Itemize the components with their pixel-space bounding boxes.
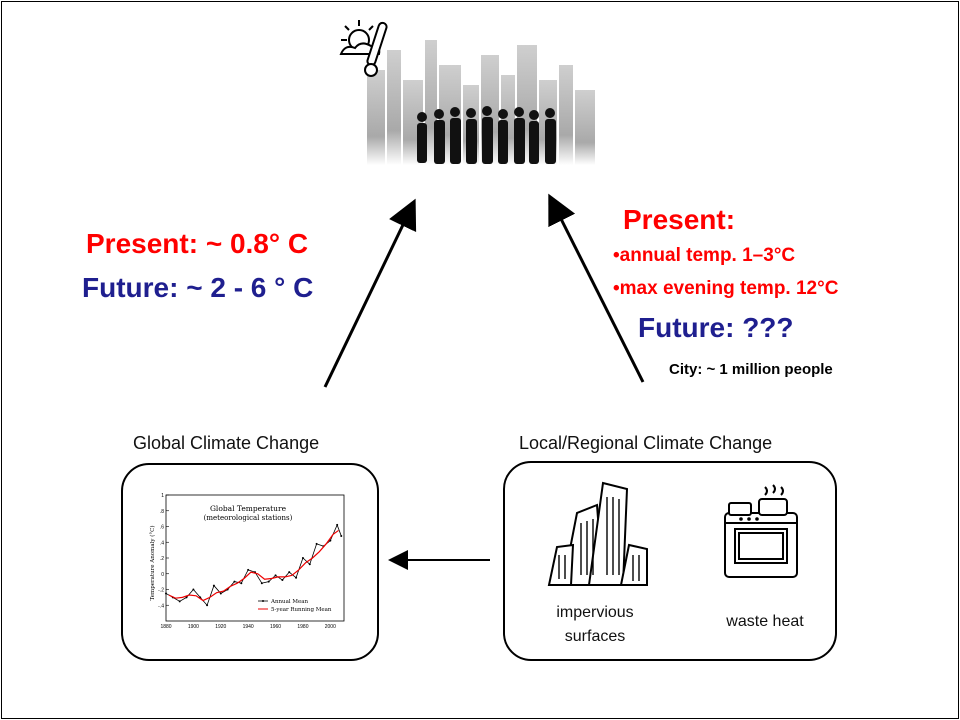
x-tick-label: 1960: [270, 624, 281, 630]
impervious-line-1: impervious: [556, 604, 634, 621]
annual-mean-point: [301, 557, 304, 559]
annual-mean-point: [315, 542, 318, 545]
chart-title-2: (meteorological stations): [204, 514, 293, 522]
x-tick-label: 1900: [188, 624, 199, 630]
y-tick-label: .2: [160, 556, 164, 562]
stove-icon: [724, 484, 798, 578]
arrow-global-to-city: [323, 198, 417, 388]
local-future-text: Future: ???: [638, 312, 794, 343]
local-bullet-annual: •annual temp. 1–3°C: [613, 245, 796, 266]
global-future-text: Future: ~ 2 - 6 ° C: [82, 272, 314, 303]
annual-mean-point: [288, 571, 291, 574]
x-tick-label: 1940: [243, 624, 254, 630]
chart-y-label: Temperature Anomaly (°C): [149, 526, 156, 601]
chart-frame: [165, 494, 345, 622]
annual-mean-point: [308, 563, 311, 566]
annual-mean-point: [233, 580, 236, 583]
chart-axes: -.4 -.2 0 .2 .4 .6 .8 1 1880 1900 1920 1940 1960 1980…: [158, 493, 336, 630]
annual-mean-point: [240, 582, 243, 585]
global-box-title: Global Climate Change: [133, 433, 320, 453]
city-population-text: City: ~ 1 million people: [669, 361, 833, 378]
annual-mean-point: [274, 574, 277, 577]
annual-mean-point: [247, 568, 250, 571]
chart-series: [165, 523, 343, 607]
series-running-mean: [168, 529, 339, 602]
global-temperature-chart: Global Temperature (meteorological stati…: [149, 493, 345, 630]
x-tick-label: 1980: [297, 624, 308, 630]
y-tick-label: 0: [161, 572, 164, 578]
global-present-text: Present: ~ 0.8° C: [86, 228, 309, 259]
local-box-title: Local/Regional Climate Change: [519, 433, 773, 453]
local-bullet-evening: •max evening temp. 12°C: [613, 278, 839, 299]
local-present-title: Present:: [623, 204, 736, 235]
annual-mean-point: [178, 600, 181, 603]
legend-running-mean: 5-year Running Mean: [271, 607, 332, 613]
global-climate-box: Global Temperature (meteorological stati…: [121, 463, 379, 661]
y-tick-label: .6: [160, 525, 164, 531]
annual-mean-point: [185, 596, 188, 599]
x-tick-label: 1920: [215, 624, 226, 630]
y-tick-label: .8: [160, 509, 164, 515]
annual-mean-point: [260, 582, 263, 585]
legend-annual-mean: Annual Mean: [270, 599, 309, 605]
annual-mean-point: [340, 534, 343, 537]
annual-mean-point: [329, 539, 332, 542]
annual-mean-point: [281, 579, 284, 582]
impervious-surfaces-label: impervious surfaces: [535, 601, 655, 649]
waste-heat-label: waste heat: [726, 613, 804, 630]
annual-mean-point: [219, 592, 222, 595]
impervious-line-2: surfaces: [564, 628, 626, 645]
y-tick-label: 1: [161, 493, 164, 499]
y-tick-label: -.4: [158, 603, 164, 609]
annual-mean-point: [165, 592, 167, 595]
y-tick-label: .4: [160, 540, 164, 546]
annual-mean-point: [336, 523, 339, 526]
annual-mean-point: [206, 604, 209, 607]
x-tick-label: 2000: [325, 624, 336, 630]
annual-mean-point: [212, 584, 215, 587]
local-climate-box: impervious surfaces waste heat: [503, 461, 837, 661]
y-tick-label: -.2: [158, 588, 164, 594]
annual-mean-point: [295, 576, 298, 579]
chart-title-1: Global Temperature: [210, 504, 287, 513]
skyscrapers-icon: [547, 481, 648, 586]
arrow-local-to-city: [548, 193, 645, 383]
annual-mean-point: [267, 580, 270, 583]
annual-mean-point: [192, 588, 195, 591]
city-people-illustration: [339, 20, 595, 165]
x-tick-label: 1880: [160, 624, 171, 630]
